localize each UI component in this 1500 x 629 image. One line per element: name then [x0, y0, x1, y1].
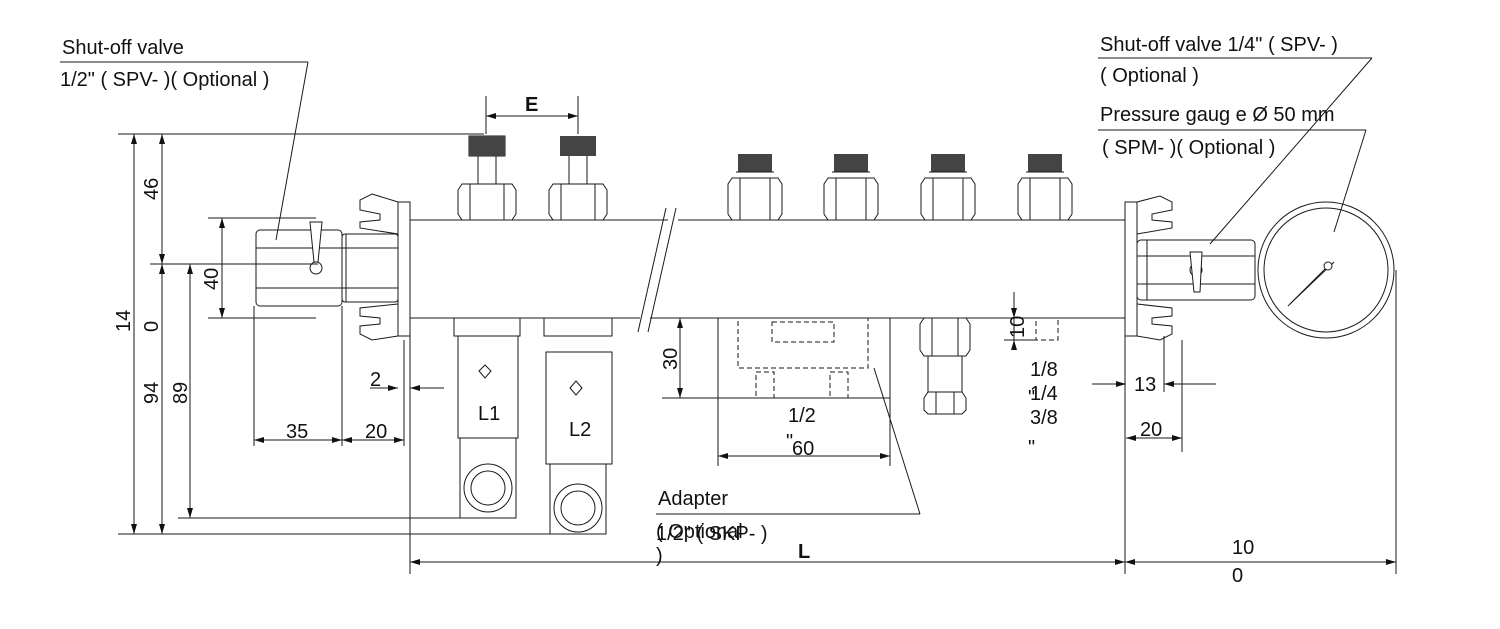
- label-l2: L2: [569, 419, 591, 441]
- dim-0: 0: [141, 321, 163, 332]
- dim-60: 60: [792, 438, 814, 460]
- dimension-lines: E 46 14 0 40 94 89: [113, 94, 1397, 587]
- callout-right-valve-title: Shut-off valve 1/4" ( SPV- ): [1100, 34, 1338, 56]
- port-half-inch-mark: ": [786, 431, 793, 453]
- dim-94: 94: [141, 382, 163, 404]
- pressure-gauge: [1257, 201, 1395, 339]
- callout-adapter-close: ): [656, 545, 663, 567]
- port-size-1-8: 1/8: [1030, 359, 1058, 381]
- dim-100-top: 10: [1232, 537, 1254, 559]
- left-end-bracket: [359, 193, 411, 341]
- bottom-adapter-block: 1/2 ": [717, 317, 891, 453]
- port-size-3-8: 3/8: [1030, 407, 1058, 429]
- top-connectors: [457, 135, 1073, 221]
- top-connector-6: [1017, 154, 1073, 221]
- callout-left-valve-title: Shut-off valve: [62, 37, 184, 59]
- top-connector-4: [823, 154, 879, 221]
- port-inch-mark-1: ": [1028, 387, 1035, 409]
- top-connector-1: [457, 135, 517, 221]
- dim-46: 46: [141, 178, 163, 200]
- dim-89: 89: [170, 382, 192, 404]
- callout-left-valve-spec: 1/2" ( SPV- )( Optional ): [60, 69, 269, 91]
- dim-e: E: [525, 94, 538, 116]
- manifold-body: [410, 207, 1125, 333]
- dim-100-bottom: 0: [1232, 565, 1243, 587]
- solenoid-valves: L1 L2: [453, 317, 613, 535]
- dim-20-right: 20: [1140, 419, 1162, 441]
- bottom-fitting: [919, 317, 971, 415]
- dim-30: 30: [660, 348, 682, 370]
- port-size-1-4: 1/4: [1030, 383, 1058, 405]
- callouts: Shut-off valve 1/2" ( SPV- )( Optional )…: [60, 34, 1373, 567]
- port-half-label: 1/2: [788, 405, 816, 427]
- solenoid-l2: L2: [543, 317, 613, 535]
- dim-14: 14: [113, 310, 135, 332]
- small-port: 1/8 1/4 3/8 " ": [1028, 317, 1059, 459]
- callout-gauge-title: Pressure gaug e Ø 50 mm: [1100, 104, 1335, 126]
- top-connector-5: [920, 154, 976, 221]
- dim-35: 35: [286, 421, 308, 443]
- dim-20-left: 20: [365, 421, 387, 443]
- label-l1: L1: [478, 403, 500, 425]
- solenoid-l1: L1: [453, 317, 521, 519]
- dim-10-small: 10: [1007, 316, 1029, 338]
- callout-adapter-spec: 1/2" ( SKP- ): [656, 523, 768, 545]
- callout-gauge-spec: ( SPM- )( Optional ): [1102, 137, 1275, 159]
- dim-13: 13: [1134, 374, 1156, 396]
- port-inch-mark-2: ": [1028, 437, 1035, 459]
- callout-right-valve-optional: ( Optional ): [1100, 65, 1199, 87]
- dim-2: 2: [370, 369, 381, 391]
- top-connector-2: [548, 136, 608, 221]
- top-connector-3: [727, 154, 783, 221]
- callout-adapter-title: Adapter: [658, 488, 728, 510]
- dim-l: L: [798, 541, 810, 563]
- left-shutoff-valve: [255, 221, 399, 307]
- right-shutoff-valve: [1136, 239, 1256, 301]
- dim-40: 40: [201, 268, 223, 290]
- callout-adapter-optional: ( Optional: [656, 521, 743, 543]
